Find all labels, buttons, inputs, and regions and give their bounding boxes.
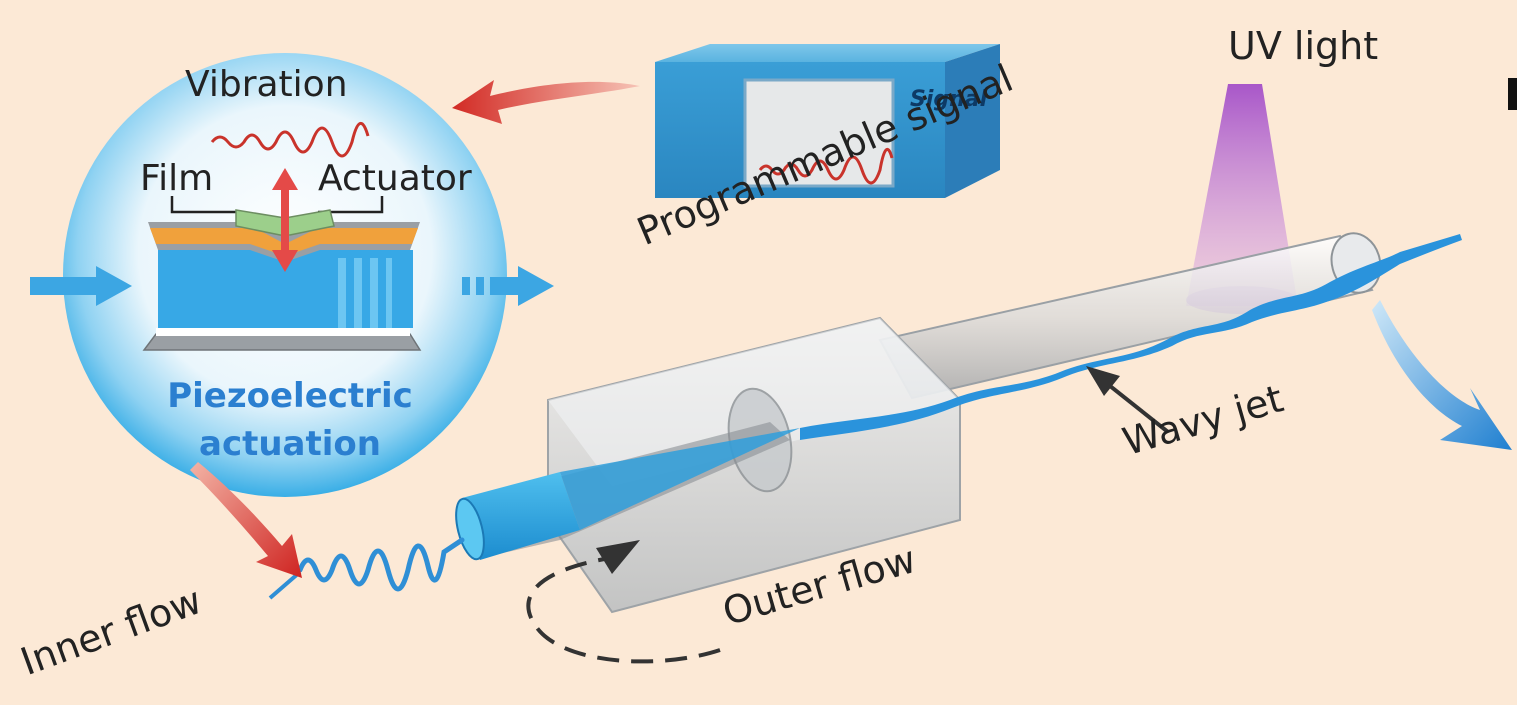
piezo-label-line1: Piezoelectric [167, 376, 413, 416]
blue-outlet-arrow-icon [462, 266, 554, 306]
vibration-wave-icon [210, 122, 370, 158]
piezo-label-line2: actuation [199, 424, 381, 464]
red-arrow-2-icon [190, 462, 302, 578]
vibration-label: Vibration [185, 64, 348, 105]
actuator-label: Actuator [318, 158, 472, 199]
outer-flow-arrow-icon [596, 540, 640, 574]
piezo-label: Piezoelectric actuation [120, 372, 460, 468]
glass-capillary [878, 232, 1382, 400]
signal-box-label: Signal [910, 87, 988, 112]
uv-light-cone [1186, 84, 1298, 306]
outlet-arrow-icon [1372, 300, 1512, 450]
outer-block [547, 316, 961, 614]
inner-flow-wave-icon [297, 537, 465, 592]
wavy-jet [800, 234, 1462, 440]
uv-light-label: UV light [1228, 24, 1379, 68]
piezo-actuation-circle [30, 53, 554, 497]
blue-inlet-arrow-icon [30, 266, 132, 306]
outer-flow-dashed-path [526, 556, 721, 664]
inner-tube [455, 422, 800, 561]
film-label: Film [140, 158, 214, 199]
wavy-jet-pointer-icon [1086, 366, 1170, 434]
signal-box [655, 44, 1000, 198]
red-arrow-icon [452, 80, 640, 124]
double-arrow-icon [272, 168, 298, 272]
